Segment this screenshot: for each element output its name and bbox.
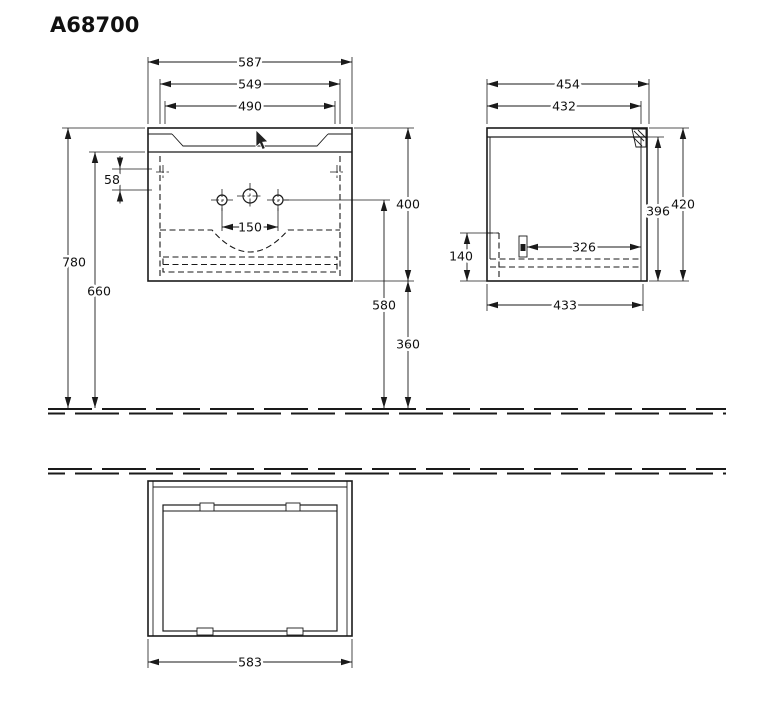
front-outline bbox=[147, 127, 353, 282]
dim-580: 580 bbox=[284, 199, 398, 408]
front-dimensions: 587 549 490 780 660 bbox=[60, 52, 422, 408]
dim-660: 660 bbox=[85, 151, 145, 408]
dim-label-140: 140 bbox=[449, 249, 473, 264]
side-dimensions: 454 432 420 396 140 326 bbox=[447, 74, 698, 315]
wall-mount-bracket bbox=[631, 128, 647, 148]
dim-label-587: 587 bbox=[238, 55, 262, 70]
dim-490: 490 bbox=[164, 96, 336, 124]
tap-holes bbox=[211, 183, 289, 211]
bottom-fitting-right bbox=[286, 627, 304, 636]
dim-label-58: 58 bbox=[104, 172, 120, 187]
dim-label-400: 400 bbox=[396, 197, 420, 212]
top-tab-right bbox=[285, 502, 301, 512]
dim-454: 454 bbox=[486, 74, 650, 124]
top-basin-outline bbox=[147, 480, 353, 637]
top-cabinet-outline bbox=[162, 504, 338, 632]
dim-780: 780 bbox=[60, 127, 145, 408]
dim-label-454: 454 bbox=[556, 77, 580, 92]
floor-hatch-lower bbox=[48, 468, 726, 475]
siphon-cutout-hidden bbox=[487, 232, 500, 279]
mounting-center-marks bbox=[156, 165, 344, 179]
dim-58: 58 bbox=[102, 156, 152, 204]
dim-label-326: 326 bbox=[572, 240, 596, 255]
dim-label-420: 420 bbox=[671, 197, 695, 212]
dim-label-580: 580 bbox=[372, 298, 396, 313]
dim-label-360: 360 bbox=[396, 337, 420, 352]
top-view bbox=[147, 480, 353, 637]
top-dimensions: 583 bbox=[147, 639, 353, 672]
dim-326: 326 bbox=[527, 237, 641, 257]
dim-400: 400 bbox=[354, 127, 422, 282]
dim-587: 587 bbox=[147, 52, 353, 124]
dim-label-490: 490 bbox=[238, 99, 262, 114]
side-hidden-lines bbox=[487, 232, 641, 279]
top-tab-left bbox=[199, 502, 215, 512]
dim-396: 396 bbox=[644, 136, 672, 281]
front-view bbox=[147, 127, 353, 282]
dim-label-150: 150 bbox=[238, 220, 262, 235]
dim-label-583: 583 bbox=[238, 655, 262, 670]
side-outline bbox=[486, 127, 648, 282]
dim-420: 420 bbox=[649, 127, 697, 282]
dim-583: 583 bbox=[147, 639, 353, 672]
dim-label-660: 660 bbox=[87, 284, 111, 299]
dim-433: 433 bbox=[486, 284, 644, 315]
dim-549: 549 bbox=[159, 74, 341, 124]
dim-label-396: 396 bbox=[646, 204, 670, 219]
basin-bowl-hidden-outline bbox=[160, 229, 340, 253]
front-hidden-lines bbox=[159, 156, 341, 277]
dim-label-780: 780 bbox=[62, 255, 86, 270]
model-number-title: A68700 bbox=[50, 13, 139, 37]
dim-360: 360 bbox=[394, 281, 422, 408]
dim-label-433: 433 bbox=[553, 298, 577, 313]
side-view bbox=[486, 127, 648, 282]
dim-label-549: 549 bbox=[238, 77, 262, 92]
dim-432: 432 bbox=[487, 96, 642, 124]
washbasin-rim bbox=[148, 133, 352, 147]
dim-label-432: 432 bbox=[552, 99, 576, 114]
drawer-rail-bracket bbox=[518, 235, 528, 258]
bottom-fitting-left bbox=[196, 627, 214, 636]
mouse-cursor-icon bbox=[255, 129, 269, 151]
dim-140: 140 bbox=[447, 232, 499, 282]
floor-hatch-upper bbox=[48, 408, 726, 415]
dim-150: 150 bbox=[221, 208, 279, 237]
